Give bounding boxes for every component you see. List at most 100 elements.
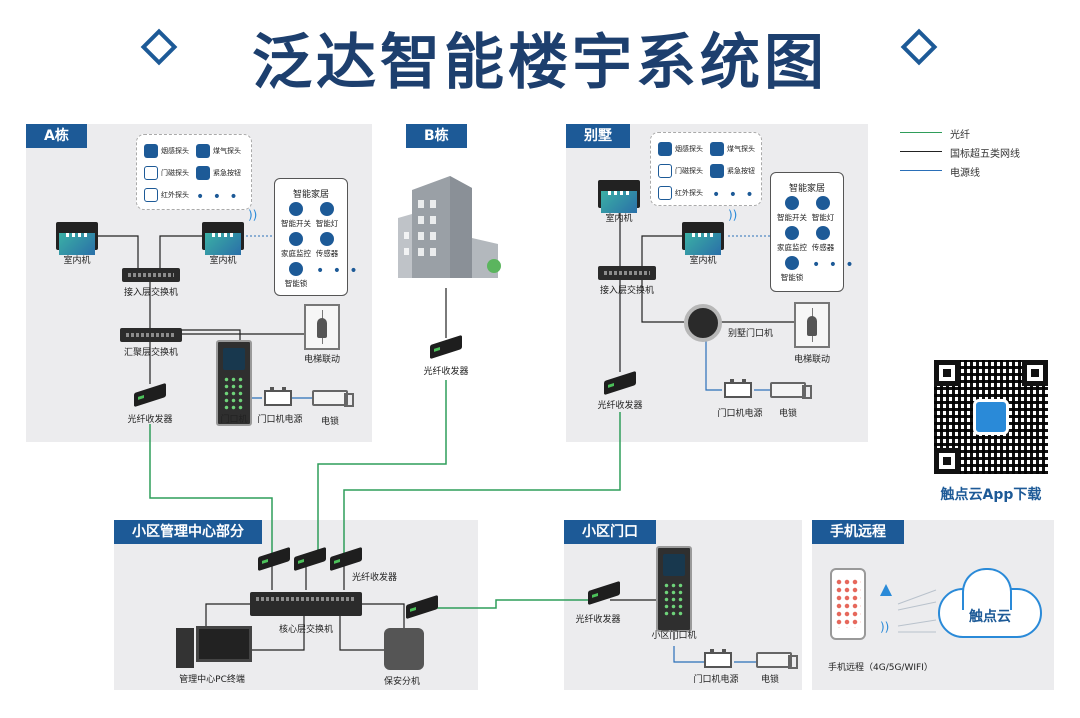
qr-caption: 触点云App下载 [940,487,1042,503]
villa-access-switch [598,266,656,280]
a-indoor-unit-left-label: 室内机 [63,256,91,266]
villa-smart-switch: 智能开关 [777,196,807,223]
a-sensor-emergency: 紧急按钮 [196,166,241,180]
fiber-a-to-center [149,424,273,556]
b-building-icon [398,176,501,278]
villa-fiber-transceiver-label: 光纤收发器 [597,401,643,411]
a-elevator-label: 电梯联动 [303,355,341,365]
guard-phone-icon [384,628,424,670]
villa-sensor-infrared: 红外探头 [658,186,703,200]
infrared-sensor-icon [658,186,672,200]
a-smart-switch: 智能开关 [281,202,311,229]
cell-tower-icon [880,584,892,596]
gate-e-lock [756,652,798,669]
villa-smart-light: 智能灯 [808,196,838,223]
a-wifi-icon: )) [248,208,258,222]
a-e-lock-label: 电锁 [320,417,340,427]
villa-indoor-unit-left [598,180,640,213]
center-fiber-transceiver-label: 光纤收发器 [352,573,398,583]
a-door-power [264,387,292,406]
a-door-station [216,340,252,426]
villa-sensor-more: • • • [712,187,756,203]
a-sensor-gas: 煤气探头 [196,144,241,158]
a-sensor-door: 门磁探头 [144,166,189,180]
a-sensor-more: • • • [196,189,240,205]
wifi-signal-icon: )) [880,620,890,634]
a-agg-switch [120,328,182,342]
smoke-detector-icon [144,144,158,158]
emergency-button-icon [710,164,724,178]
pc-label: 管理中心PC终端 [179,675,245,685]
villa-smart-home-title: 智能家居 [788,184,825,194]
villa-sensor-emergency: 紧急按钮 [710,164,755,178]
a-smart-sensor: 传感器 [312,232,342,259]
a-smart-lock: 智能锁 [281,262,311,289]
mobile-remote-label: 手机远程（4G/5G/WIFI） [828,663,933,673]
cloud-label: 触点云 [969,609,1011,625]
smart-lock-icon [289,262,303,276]
gate-door-station-label: 小区门口机 [651,631,697,641]
legend-ethernet-label: 国标超五类网线 [950,149,1020,160]
a-sensor-smoke: 烟感探头 [144,144,189,158]
a-smart-monitor: 家庭监控 [281,232,311,259]
legend-power-line [900,170,942,171]
fiber-b-to-center [317,380,447,556]
app-logo-icon [973,399,1009,435]
villa-sensor-door: 门磁探头 [658,164,703,178]
gas-detector-icon [710,142,724,156]
guard-phone-label: 保安分机 [383,677,421,687]
fiber-villa-to-center [343,412,621,556]
emergency-button-icon [196,166,210,180]
core-switch-label: 核心层交换机 [278,625,334,635]
cloud-icon [938,568,1042,638]
panel-mobile-label: 手机远程 [812,520,904,544]
villa-smart-monitor: 家庭监控 [777,226,807,253]
a-elevator [304,304,340,350]
panel-center-label: 小区管理中心部分 [114,520,262,544]
home-camera-icon [785,226,799,240]
app-qr-code[interactable] [934,360,1048,474]
gate-door-station [656,546,692,632]
a-agg-switch-label: 汇聚层交换机 [123,348,179,358]
thermometer-icon [320,232,334,246]
smart-light-icon [816,196,830,210]
infrared-sensor-icon [144,188,158,202]
gate-door-power [704,649,732,668]
villa-indoor-unit-right-label: 室内机 [689,256,717,266]
smart-switch-icon [289,202,303,216]
villa-indoor-unit-left-label: 室内机 [605,214,633,224]
core-switch [250,592,362,616]
a-smart-light: 智能灯 [312,202,342,229]
villa-smart-more: • • • [812,257,856,273]
gate-door-power-label: 门口机电源 [693,675,739,685]
smart-lock-icon [785,256,799,270]
a-fiber-transceiver-label: 光纤收发器 [127,415,173,425]
a-door-station-label: 门口机 [220,415,248,425]
villa-door-station [684,304,722,342]
villa-door-power [724,379,752,398]
villa-wifi-icon: )) [728,208,738,222]
gas-detector-icon [196,144,210,158]
b-fiber-transceiver-label: 光纤收发器 [423,367,469,377]
villa-sensor-smoke: 烟感探头 [658,142,703,156]
panel-b-label: B栋 [406,124,467,148]
villa-sensor-gas: 煤气探头 [710,142,755,156]
gate-fiber-transceiver-label: 光纤收发器 [575,615,621,625]
villa-smart-sensor: 传感器 [808,226,838,253]
legend-fiber-line [900,132,942,133]
mobile-phone-icon [830,568,866,640]
villa-elevator-label: 电梯联动 [793,355,831,365]
villa-door-station-label: 别墅门口机 [728,329,774,339]
villa-smart-home-card: 智能家居 [770,172,844,292]
a-smart-more: • • • [316,263,360,279]
door-sensor-icon [144,166,158,180]
villa-smart-lock: 智能锁 [777,256,807,283]
a-access-switch-label: 接入层交换机 [123,288,179,298]
a-smart-home-card: 智能家居 [274,178,348,296]
villa-access-switch-label: 接入层交换机 [599,286,655,296]
a-e-lock [312,390,354,407]
page-title: 泛达智能楼宇系统图 [252,28,828,98]
a-indoor-unit-right [202,222,244,255]
fiber-center-to-gate [434,596,601,609]
legend-power-label: 电源线 [950,168,980,179]
